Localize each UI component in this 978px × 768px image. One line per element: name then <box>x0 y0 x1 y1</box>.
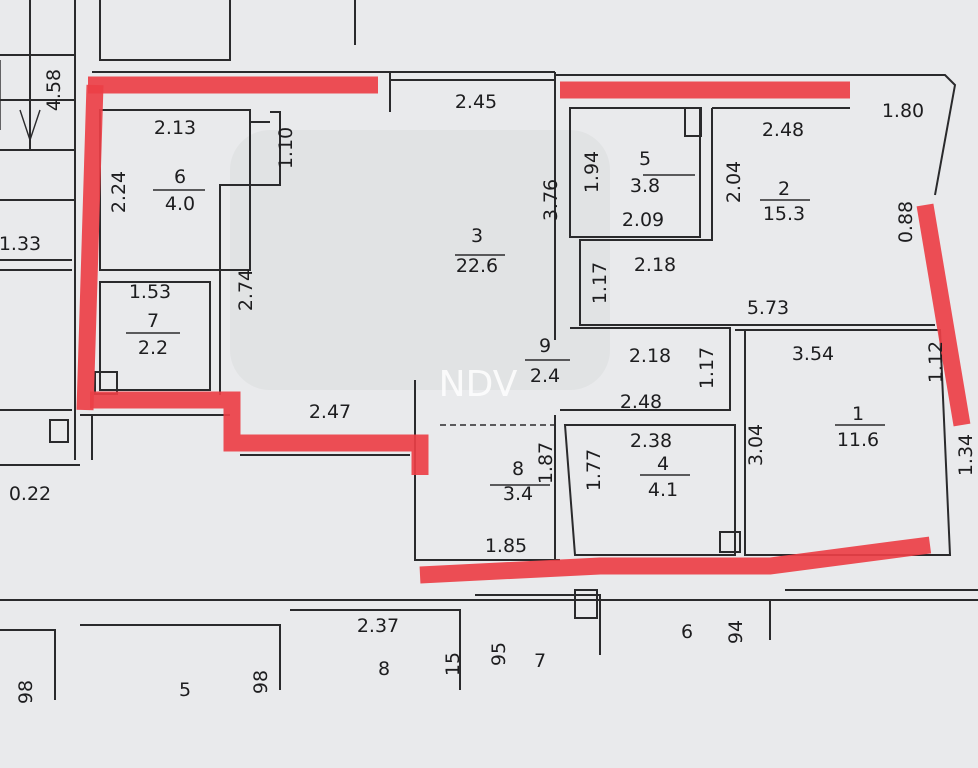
room-number: 9 <box>539 335 551 357</box>
dimension: 2.38 <box>630 430 672 452</box>
dimension: 1.80 <box>882 100 924 122</box>
dimension: 0.22 <box>9 483 51 505</box>
room-number: 8 <box>512 458 524 480</box>
room-number: 6 <box>174 166 186 188</box>
dimension: 5.73 <box>747 297 789 319</box>
dimension: 1.12 <box>925 341 947 383</box>
room-area: 15.3 <box>763 203 805 225</box>
dimension: 0.88 <box>895 201 917 243</box>
dimension: 2.45 <box>455 91 497 113</box>
neighbor-dimension: 98 <box>250 670 272 694</box>
dimension: 1.17 <box>696 347 718 389</box>
dimension: 3.54 <box>792 343 834 365</box>
room-number: 7 <box>147 310 159 332</box>
room-number: 2 <box>778 178 790 200</box>
dimension: 2.09 <box>622 209 664 231</box>
dimension: 2.18 <box>629 345 671 367</box>
dimension: 1.10 <box>275 127 297 169</box>
room-labels: 3 22.6 6 4.0 7 2.2 5 3.8 2 15.3 9 2.4 8 … <box>138 148 879 505</box>
room-area: 2.2 <box>138 337 168 359</box>
dimension: 1.87 <box>535 442 557 484</box>
dimension: 1.85 <box>485 535 527 557</box>
dimension: 2.48 <box>762 119 804 141</box>
neighbor-room-number: 8 <box>378 658 390 680</box>
neighbor-dimension: 94 <box>725 620 747 644</box>
red-wall-left <box>76 84 104 411</box>
dimension: 1.94 <box>581 151 603 193</box>
walls <box>0 0 978 700</box>
neighbor-dimension: 15 <box>442 652 464 676</box>
dimension: 3.04 <box>745 424 767 466</box>
room-area: 4.1 <box>648 479 678 501</box>
dimension-labels: 4.58 2.13 1.10 2.24 1.33 2.74 2.45 3.76 … <box>0 69 977 557</box>
watermark: NDV <box>439 364 518 405</box>
room-area: 3.8 <box>630 175 660 197</box>
dimension: 2.13 <box>154 117 196 139</box>
room-number: 1 <box>852 403 864 425</box>
dimension: 1.53 <box>129 281 171 303</box>
room-area: 22.6 <box>456 255 498 277</box>
dimension: 2.48 <box>620 391 662 413</box>
room-area: 11.6 <box>837 429 879 451</box>
dimension: 2.04 <box>723 161 745 203</box>
red-wall-right <box>916 203 971 427</box>
dimension: 4.58 <box>43 69 65 111</box>
neighbor-room-number: 7 <box>534 650 546 672</box>
room-number: 3 <box>471 225 483 247</box>
neighbor-room-number: 5 <box>179 679 191 701</box>
red-wall-bottom-left <box>90 391 429 475</box>
room-area: 4.0 <box>165 193 195 215</box>
dimension: 2.24 <box>108 171 130 213</box>
dimension: 1.77 <box>583 449 605 491</box>
room-area: 2.4 <box>530 365 560 387</box>
dimension: 2.74 <box>235 269 257 311</box>
room-number: 5 <box>639 148 651 170</box>
highlighted-walls <box>76 76 971 584</box>
neighbor-labels: 2.37 8 5 98 98 15 95 7 6 94 <box>15 615 747 704</box>
room-number: 4 <box>657 453 669 475</box>
shadow <box>230 130 610 390</box>
dimension: 1.33 <box>0 233 41 255</box>
neighbor-dimension: 2.37 <box>357 615 399 637</box>
neighbor-dimension: 98 <box>15 680 37 704</box>
dimension: 1.34 <box>955 434 977 476</box>
neighbor-dimension: 95 <box>488 642 510 666</box>
dimension: 2.18 <box>634 254 676 276</box>
dimension: 3.76 <box>540 179 562 221</box>
red-wall-bottom <box>419 536 932 584</box>
neighbor-room-number: 6 <box>681 621 693 643</box>
room-area: 3.4 <box>503 483 533 505</box>
dimension: 2.47 <box>309 401 351 423</box>
dimension: 1.17 <box>589 262 611 304</box>
